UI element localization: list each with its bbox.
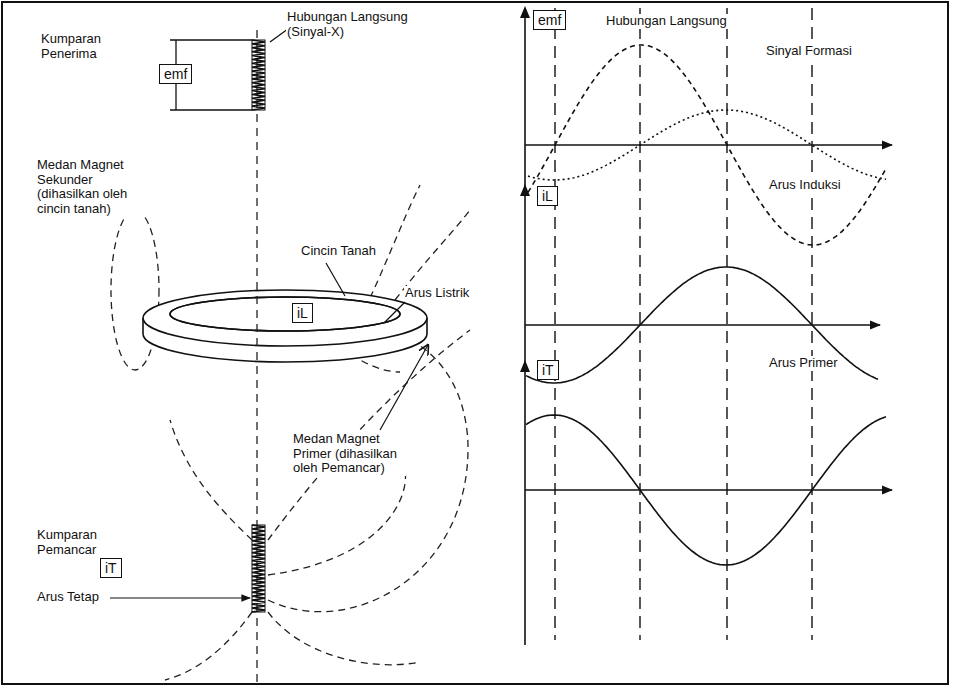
annotation-label: Hubungan Langsung (Sinyal-X): [286, 10, 418, 39]
coils: [252, 40, 265, 612]
coil-winding: [252, 40, 265, 110]
direct-coupling-curve: [528, 45, 886, 245]
formation-signal-curve: [528, 110, 886, 180]
leader-lines: [110, 26, 428, 598]
annotation-label: Arus Listrik: [404, 286, 470, 301]
symbol-box: iT: [100, 558, 122, 578]
annotation-label: Cincin Tanah: [300, 244, 377, 259]
annotation-label: Kumparan Penerima: [40, 32, 122, 61]
symbol-box: iL: [537, 186, 558, 206]
symbol-text: iT: [542, 362, 554, 378]
waveform-graphs: [520, 6, 892, 645]
symbol-text: emf: [164, 66, 187, 82]
annotation-label: Medan Magnet Primer (dihasilkan oleh Pem…: [292, 432, 406, 476]
field-lines: [111, 185, 470, 680]
annotation-label: Arus Induksi: [768, 178, 842, 193]
annotation-label: Hubungan Langsung: [605, 14, 728, 29]
annotation-label: Arus Tetap: [36, 590, 100, 605]
coil-body: [252, 40, 265, 110]
annotation-label: Medan Magnet Sekunder (dihasilkan oleh c…: [36, 158, 150, 216]
symbol-box: emf: [533, 10, 566, 30]
symbol-text: emf: [538, 12, 561, 28]
annotation-label: Kumparan Pemancar: [36, 528, 118, 557]
symbol-text: iL: [542, 188, 553, 204]
primary-current-curve: [526, 415, 886, 565]
symbol-text: iT: [105, 560, 117, 576]
symbol-box: emf: [159, 64, 192, 84]
coil-body: [252, 525, 265, 612]
symbol-box: iL: [292, 303, 313, 323]
symbol-text: iL: [297, 305, 308, 321]
induced-current-curve: [526, 267, 878, 383]
ground-ring: [143, 290, 427, 362]
annotation-label: Sinyal Formasi: [765, 44, 853, 59]
annotation-label: Arus Primer: [768, 356, 839, 371]
coil-winding: [252, 525, 265, 612]
symbol-box: iT: [537, 360, 559, 380]
